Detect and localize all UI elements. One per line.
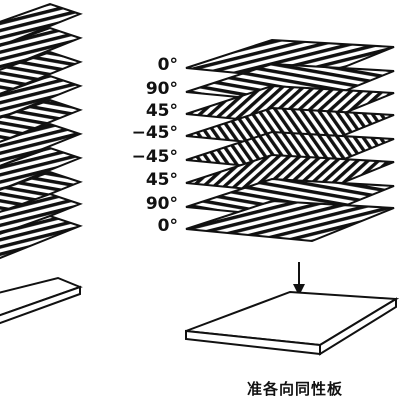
ply-angle-label: 45° bbox=[145, 170, 178, 190]
ply-angle-label: 45° bbox=[145, 101, 178, 121]
left-ply-5 bbox=[0, 98, 83, 144]
ply-angle-label: 90° bbox=[145, 79, 178, 99]
left-ply-4 bbox=[0, 74, 83, 120]
ply-angle-label: 0° bbox=[157, 55, 178, 75]
left-ply-7 bbox=[0, 146, 83, 192]
diagram-caption: 准各向同性板 bbox=[246, 380, 343, 398]
left-ply-2 bbox=[0, 26, 83, 72]
ply-angle-label: −45° bbox=[131, 123, 178, 143]
right-ply-8 bbox=[185, 199, 395, 243]
quasi-isotropic-plate bbox=[185, 290, 400, 356]
left-ply-stack bbox=[0, 2, 83, 260]
left-ply-6 bbox=[0, 122, 83, 168]
right-ply-stack bbox=[185, 38, 395, 243]
left-ply-9 bbox=[0, 192, 83, 238]
down-arrow-icon bbox=[293, 262, 305, 296]
left-ply-10 bbox=[0, 214, 83, 260]
left-ply-3 bbox=[0, 50, 83, 96]
ply-angle-label: 90° bbox=[145, 194, 178, 214]
ply-angle-label: 0° bbox=[157, 216, 178, 236]
left-finished-plate bbox=[0, 276, 83, 325]
left-ply-8 bbox=[0, 170, 83, 216]
ply-angle-label: −45° bbox=[131, 147, 178, 167]
left-ply-1 bbox=[0, 2, 83, 48]
